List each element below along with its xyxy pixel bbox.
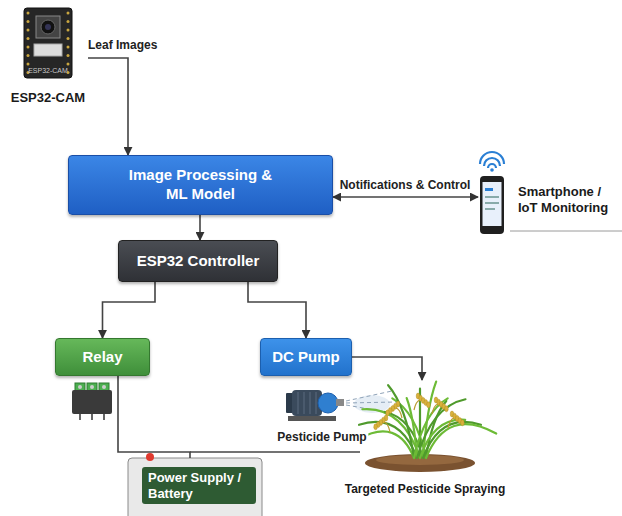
rice-plant <box>359 382 496 472</box>
relay-box: Relay <box>55 338 150 376</box>
pump-box: DC Pump <box>260 338 352 376</box>
rice-plant <box>445 406 449 412</box>
pump-illustration <box>318 393 338 413</box>
camera-module: ESP32-CAM ESP32-CAM <box>8 4 88 110</box>
power-supply-housing <box>128 452 360 516</box>
board-pins <box>67 20 70 23</box>
board-pins <box>27 54 30 57</box>
device-label: Targeted Pesticide Spraying <box>330 482 520 496</box>
camera-board <box>34 44 62 56</box>
power-label: Power Supply / Battery <box>142 467 256 504</box>
connector-arrow <box>199 215 201 240</box>
controller-box: ESP32 Controller <box>118 240 278 282</box>
connector-arrow <box>103 282 156 338</box>
smartphone-icon <box>480 176 504 234</box>
part-label: Pesticide Pump <box>275 430 368 444</box>
relay-module <box>78 385 82 389</box>
smartphone-node: Smartphone / IoT Monitoring <box>478 150 618 240</box>
rice-plant <box>359 382 496 458</box>
pump-illustration <box>286 393 293 413</box>
smartphone-icon <box>485 188 493 191</box>
box-label: ESP32 Controller <box>137 252 260 271</box>
pump-illustration <box>310 392 311 414</box>
board-pins <box>27 29 30 32</box>
board-pins <box>27 46 30 49</box>
rice-plant <box>427 402 431 408</box>
connector-arrow <box>352 357 422 380</box>
smartphone-icon <box>510 231 622 232</box>
edge-label: Notifications & Control <box>338 178 473 192</box>
board-pins <box>67 29 70 32</box>
smartphone-icon <box>483 182 502 226</box>
rice-plant <box>461 420 465 426</box>
pump-illustration <box>316 392 317 414</box>
camera-board <box>36 16 60 38</box>
pump-illustration <box>288 416 336 421</box>
connector-arrow <box>333 196 478 198</box>
process-box: Image Processing & ML Model <box>68 155 333 215</box>
device-label: ESP32-CAM <box>8 90 88 106</box>
smartphone-icon <box>485 196 499 198</box>
connector-arrow <box>118 376 190 458</box>
box-label: Image Processing & ML Model <box>128 166 273 204</box>
relay-module <box>79 414 81 420</box>
relay-module <box>72 390 112 414</box>
smartphone-icon <box>484 158 500 166</box>
relay-module <box>90 385 94 389</box>
board-pins <box>27 12 70 75</box>
box-label: DC Pump <box>272 348 340 367</box>
pump-illustration <box>304 392 305 414</box>
pump-illustration <box>298 392 299 414</box>
smartphone-icon <box>480 152 622 234</box>
edge-label: Leaf Images <box>86 38 159 52</box>
connector-arrow <box>88 58 128 155</box>
spray-mist <box>346 391 392 401</box>
smartphone-icon <box>488 164 496 168</box>
power-supply-housing <box>190 451 360 453</box>
board-print: ESP32-CAM <box>8 67 88 74</box>
board-pins <box>67 12 70 15</box>
board-pins <box>67 46 70 49</box>
box-label: Relay <box>82 348 122 367</box>
pump-illustration <box>336 399 344 406</box>
pump-illustration <box>286 390 344 421</box>
board-pins <box>67 54 70 57</box>
camera-board <box>45 24 51 30</box>
smartphone-icon <box>485 202 499 204</box>
rice-plant <box>426 424 496 458</box>
rice-plant <box>388 385 414 458</box>
relay-module <box>91 414 93 420</box>
smartphone-icon <box>480 152 504 164</box>
board-pins <box>27 37 30 40</box>
board-pins <box>27 20 30 23</box>
smartphone-icon <box>490 168 494 172</box>
power-supply-box: Power Supply / Battery <box>128 458 262 514</box>
relay-module <box>72 383 112 420</box>
connector-arrow <box>248 282 306 338</box>
board-pins <box>27 12 30 15</box>
power-supply-housing <box>146 453 154 461</box>
power-supply-housing <box>128 458 262 516</box>
board-pins <box>67 63 70 66</box>
relay-module <box>102 385 106 389</box>
rice-plant <box>374 424 378 430</box>
board-pins <box>67 37 70 40</box>
device-label: Smartphone / IoT Monitoring <box>518 184 618 215</box>
spray-mist <box>346 402 396 403</box>
camera-board <box>41 20 55 34</box>
rice-plant <box>374 393 464 432</box>
smartphone-icon <box>485 208 495 210</box>
board-pins <box>27 63 30 66</box>
relay-module <box>103 414 105 420</box>
